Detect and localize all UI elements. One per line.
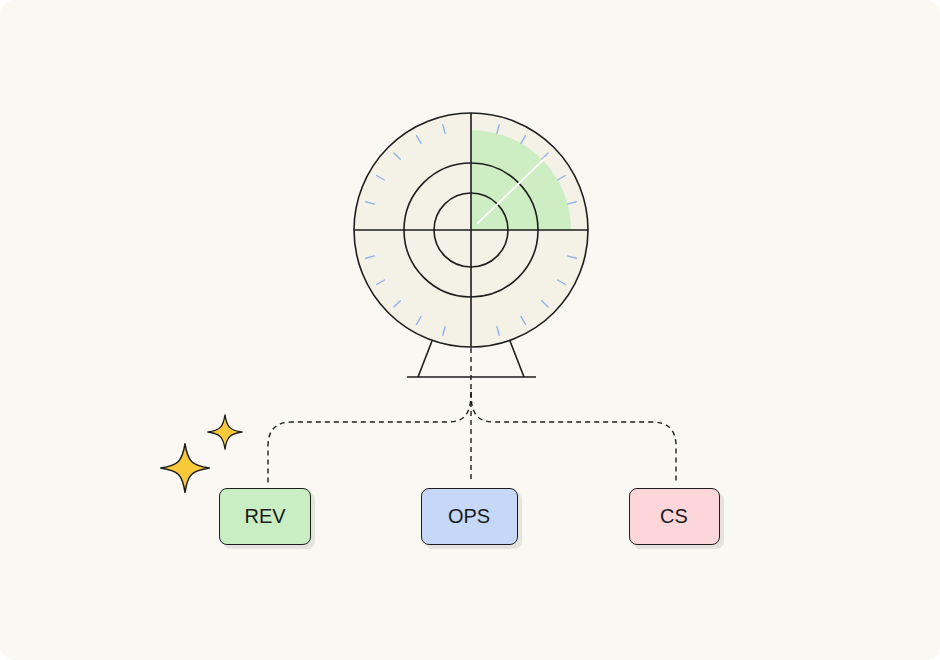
dashed-feed [470,348,471,482]
team-box: REV [219,488,311,545]
radar-tick [521,136,526,144]
team-box: OPS [421,488,518,545]
radar-tick [417,317,422,325]
sparkle-icon [208,415,242,449]
radar-tick [417,136,422,144]
radar-tick [497,125,499,134]
radar-tick [394,301,400,307]
team-label: OPS [448,504,490,528]
radar-tick [497,327,499,336]
radar-outer-ring [354,113,588,347]
radar-tick [542,301,548,307]
team-label: REV [244,504,285,528]
radar-tick [394,153,400,159]
radar-tick [443,327,445,336]
team-label: CS [660,504,688,528]
radar-stand [418,341,432,377]
radar-tick [558,176,566,181]
radar-tick [568,256,577,258]
radar-crosshair [470,113,472,347]
radar-tick [521,317,526,325]
radar-stand [510,341,524,377]
radar-beam [478,158,545,223]
radar-tick [366,202,375,204]
sparkle-icon [161,444,210,493]
radar-tick [377,280,385,285]
radar-tick [366,256,375,258]
team-box: CS [629,488,720,545]
dashed-feed [268,348,676,484]
radar-tick [377,176,385,181]
radar-tick [443,125,445,134]
radar-tick [558,280,566,285]
radar-sweep [471,130,571,230]
dashed-feed [268,392,471,484]
dashed-feed [471,392,676,484]
radar-tick [568,202,577,204]
